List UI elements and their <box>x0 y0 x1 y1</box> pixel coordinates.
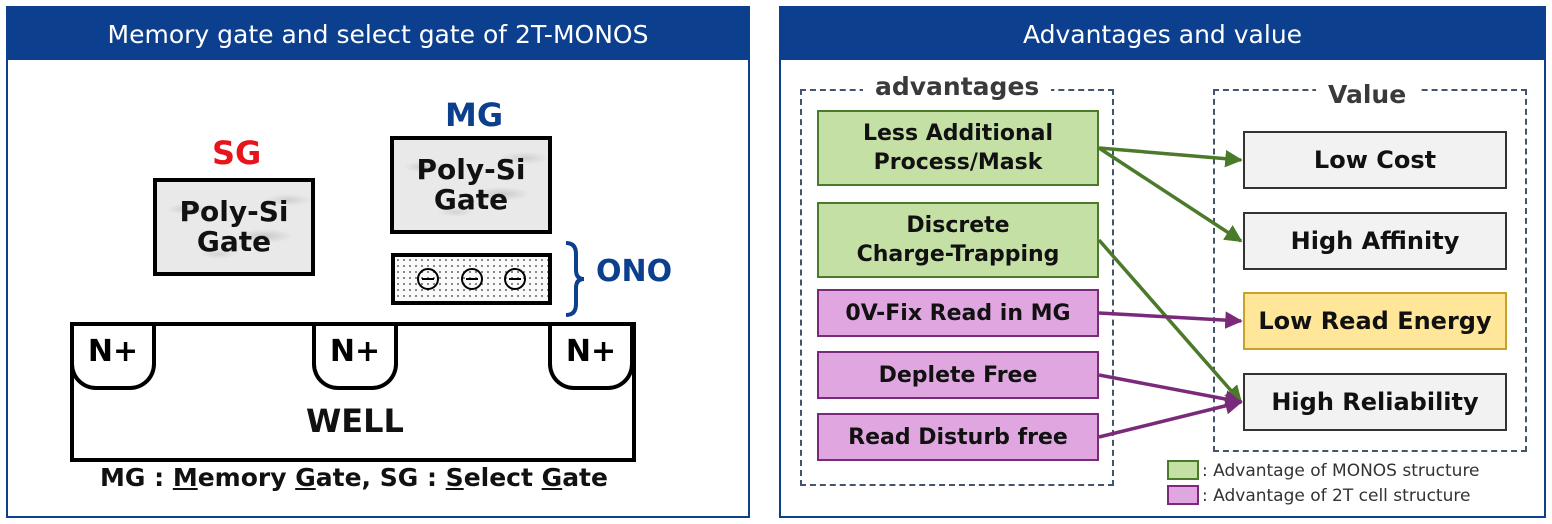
caption-text: MG : <box>100 463 173 492</box>
arrow-link <box>1098 146 1243 243</box>
advantage-value-arrows <box>1097 146 1243 439</box>
advantages-panel-title: Advantages and value <box>781 8 1544 60</box>
arrow-link <box>1098 373 1243 408</box>
ono-label: ONO <box>596 254 673 289</box>
arrow-link <box>1098 397 1243 439</box>
caption-text: G <box>541 463 563 492</box>
advantage-less-additional-process: Less Additional Process/Mask <box>817 110 1099 186</box>
arrow-link <box>1097 238 1243 404</box>
electron-charge-icon <box>416 268 439 290</box>
advantage-deplete-free: Deplete Free <box>817 351 1099 399</box>
cell-structure-panel: Memory gate and select gate of 2T-MONOS … <box>6 6 750 518</box>
caption-text: elect <box>463 463 542 492</box>
caption-text: emory <box>197 463 296 492</box>
well-label: WELL <box>306 402 404 440</box>
caption-text: S <box>445 463 464 492</box>
value-low-read-energy: Low Read Energy <box>1243 292 1507 350</box>
electron-charge-icon <box>504 268 527 290</box>
value-high-affinity: High Affinity <box>1243 212 1507 270</box>
n-plus-diffusion-left: N+ <box>70 326 156 390</box>
advantages-group-title: advantages <box>863 72 1052 101</box>
caption-text: ate, SG : <box>315 463 446 492</box>
advantage-discrete-charge-trapping: Discrete Charge-Trapping <box>817 202 1099 278</box>
advantage-0v-fix-read: 0V-Fix Read in MG <box>817 289 1099 337</box>
advantages-panel: Advantages and value advantages Value Le… <box>779 6 1546 518</box>
advantage-read-disturb-free: Read Disturb free <box>817 413 1099 461</box>
legend-swatch-monos <box>1167 460 1199 480</box>
arrow-link <box>1098 311 1243 329</box>
cell-structure-panel-title: Memory gate and select gate of 2T-MONOS <box>8 8 748 60</box>
legend-monos: : Advantage of MONOS structure <box>1202 461 1480 481</box>
arrow-link <box>1098 146 1243 168</box>
value-high-reliability: High Reliability <box>1243 373 1507 431</box>
value-group-title: Value <box>1316 80 1419 109</box>
abbreviation-caption: MG : Memory Gate, SG : Select Gate <box>100 463 608 492</box>
mg-label: MG <box>445 96 504 134</box>
electron-charge-icon <box>460 268 483 290</box>
memory-gate-poly-si: Poly-Si Gate <box>390 136 552 234</box>
legend-2t: : Advantage of 2T cell structure <box>1202 486 1471 506</box>
select-gate-poly-si: Poly-Si Gate <box>153 178 315 276</box>
caption-text: M <box>172 463 198 492</box>
ono-charge-trap-layer <box>391 253 552 305</box>
n-plus-diffusion-right: N+ <box>548 326 634 390</box>
sg-label: SG <box>212 134 262 172</box>
ono-brace-icon <box>565 241 585 317</box>
caption-text: ate <box>562 463 608 492</box>
legend-swatch-2t <box>1167 485 1199 505</box>
value-low-cost: Low Cost <box>1243 131 1507 189</box>
caption-text: G <box>295 463 316 492</box>
n-plus-diffusion-middle: N+ <box>312 326 398 390</box>
